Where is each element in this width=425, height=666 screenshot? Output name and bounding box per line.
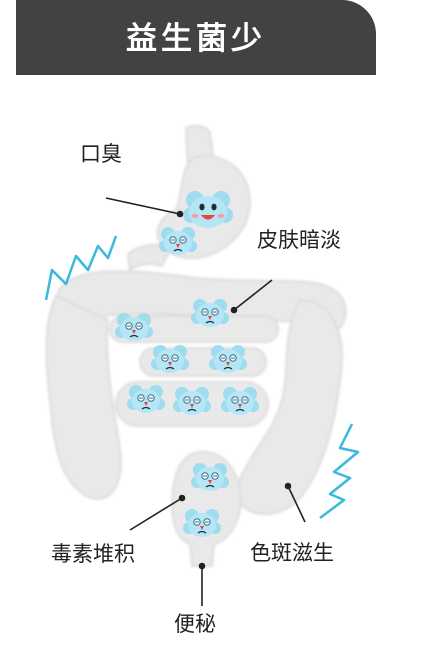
sad-microbe-icon <box>114 312 154 342</box>
label-dull-skin: 皮肤暗淡 <box>257 228 341 252</box>
label-toxin-buildup: 毒素堆积 <box>51 542 135 566</box>
title-banner: 益生菌少 <box>16 0 376 75</box>
sad-microbe-icon <box>150 344 190 374</box>
sad-microbe-icon <box>208 344 248 374</box>
descending-colon <box>236 298 343 515</box>
label-bad-breath: 口臭 <box>80 142 122 166</box>
duodenum <box>126 244 172 272</box>
zigzag-icon <box>319 423 360 519</box>
zigzag-icon <box>44 235 118 301</box>
sad-microbe-icon <box>220 386 260 416</box>
sad-microbe-icon <box>158 226 198 256</box>
leader-line-toxin <box>129 497 183 531</box>
sad-microbe-icon <box>182 508 222 538</box>
label-pigment-spots: 色斑滋生 <box>250 541 334 565</box>
sad-microbe-icon <box>126 384 166 414</box>
ascending-colon <box>45 294 122 500</box>
happy-microbe-icon <box>183 191 233 228</box>
leader-line-bad-breath <box>105 197 181 215</box>
label-constipation: 便秘 <box>174 612 216 636</box>
leader-line-pigment <box>287 485 306 523</box>
page-title: 益生菌少 <box>126 21 266 57</box>
leader-line-dull-skin <box>233 279 273 311</box>
sad-microbe-icon <box>190 462 230 492</box>
sad-microbe-icon <box>190 298 230 328</box>
sad-microbe-icon <box>172 386 212 416</box>
